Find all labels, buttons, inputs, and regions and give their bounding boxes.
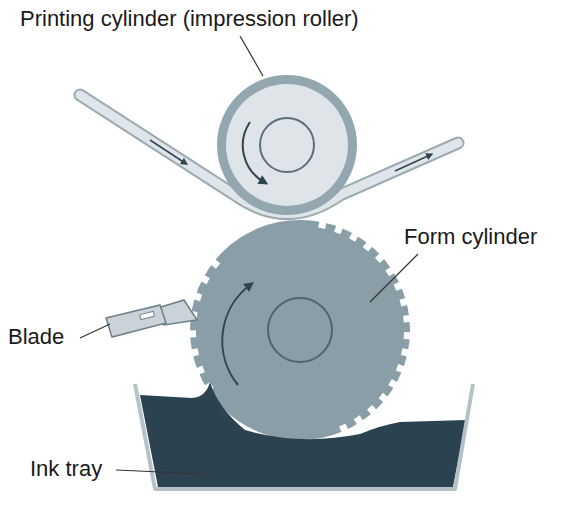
engraved-cell — [187, 330, 196, 337]
impression-cylinder — [217, 75, 357, 215]
engraved-cell — [388, 379, 399, 390]
engraved-cell — [339, 424, 349, 435]
engraved-cell — [349, 230, 360, 241]
engraved-cell — [194, 366, 205, 376]
engraved-cell — [404, 332, 413, 339]
engraved-cell — [394, 281, 405, 291]
engraved-cell — [385, 266, 396, 277]
engraved-cell — [375, 252, 386, 263]
leader-lines — [80, 36, 418, 474]
engraved-cell — [209, 258, 220, 269]
engraved-cell — [379, 393, 390, 404]
engraved-cell — [318, 219, 327, 229]
engraved-cell — [189, 348, 199, 357]
part-label: Blade — [8, 324, 64, 350]
engraved-cell — [401, 348, 411, 357]
part-label: Printing cylinder (impression roller) — [20, 6, 359, 32]
engraved-cell — [403, 315, 413, 323]
engraved-cell — [334, 223, 344, 234]
engraved-cell — [191, 292, 202, 301]
doctor-blade — [106, 300, 197, 337]
part-label: Form cylinder — [404, 224, 537, 250]
engraved-cell — [367, 405, 378, 416]
engraved-cell — [199, 274, 210, 284]
part-label: Ink tray — [30, 456, 102, 482]
ink — [140, 382, 466, 487]
engraved-cell — [400, 297, 411, 306]
engraved-cell — [363, 240, 374, 251]
engraved-cell — [354, 415, 365, 426]
engraved-cell — [396, 364, 407, 374]
